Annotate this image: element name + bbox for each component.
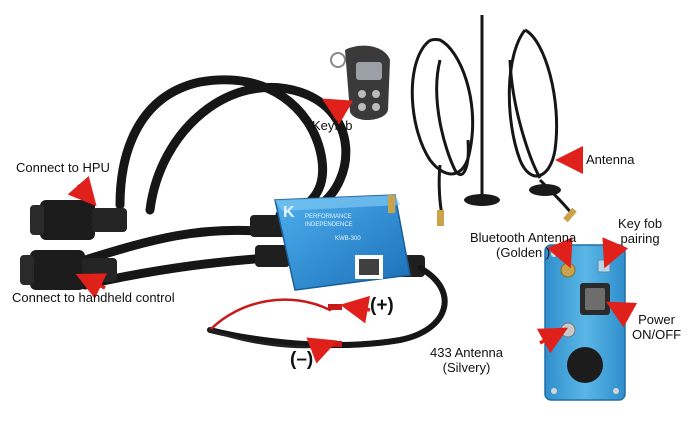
hpu-connector bbox=[30, 200, 127, 240]
device-line2: INDEPENDENCE bbox=[305, 222, 353, 228]
label-keyfob: Keyfob bbox=[312, 118, 353, 133]
device-brand: K bbox=[283, 204, 295, 221]
label-433-antenna: 433 Antenna (Silvery) bbox=[430, 345, 504, 375]
side-panel bbox=[544, 244, 626, 401]
keyfob-device bbox=[330, 45, 390, 121]
device-line1: PERFORMANCE bbox=[305, 214, 352, 220]
device-model: KWB-300 bbox=[335, 236, 361, 242]
label-connect-hpu: Connect to HPU bbox=[16, 160, 110, 175]
label-connect-handheld: Connect to handheld control bbox=[12, 290, 175, 305]
label-power: Power ON/OFF bbox=[632, 312, 682, 342]
label-plus: (+) bbox=[370, 295, 394, 316]
callout-arrows bbox=[67, 98, 638, 364]
label-bluetooth-antenna: Bluetooth Antenna (Golden ) bbox=[470, 230, 577, 260]
label-key-fob-pairing: Key fob pairing bbox=[618, 216, 663, 246]
label-antenna: Antenna bbox=[586, 152, 635, 167]
control-box bbox=[274, 194, 411, 291]
label-minus: (–) bbox=[290, 349, 314, 370]
